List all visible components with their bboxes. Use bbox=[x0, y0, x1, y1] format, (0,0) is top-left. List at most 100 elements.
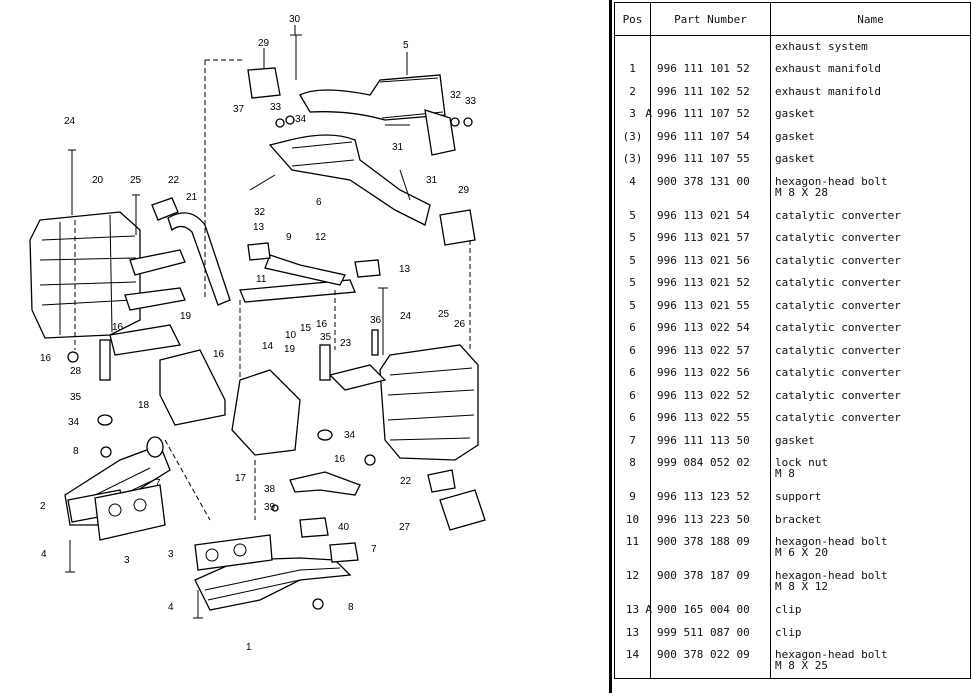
gasket-3-right bbox=[194, 534, 273, 571]
cell-pos: 6 bbox=[614, 362, 651, 385]
pos-value: 8 bbox=[629, 456, 636, 469]
callout-7-left: 7 bbox=[155, 478, 161, 489]
pos-value: 2 bbox=[629, 84, 636, 98]
pos-value: 9 bbox=[629, 490, 636, 503]
cell-pos: 7 bbox=[614, 429, 651, 452]
callout-34-right: 34 bbox=[344, 430, 356, 441]
callout-30-top: 30 bbox=[289, 14, 301, 25]
cell-name: catalytic converter bbox=[770, 407, 971, 430]
nut-8-right bbox=[312, 598, 324, 610]
bracket-18 bbox=[159, 349, 226, 426]
heat-shield-38 bbox=[289, 471, 361, 496]
cell-pos: (3) bbox=[614, 125, 651, 148]
cell-pos: 14 bbox=[614, 644, 651, 679]
pos-value: (3) bbox=[622, 129, 643, 143]
pos-value: 13 bbox=[625, 603, 640, 616]
cell-part-number: 900 378 188 09 bbox=[650, 531, 771, 565]
callout-29-right: 29 bbox=[458, 185, 470, 196]
cell-part-number: 996 113 022 54 bbox=[650, 317, 771, 340]
cell-part-number: 996 111 107 52 bbox=[650, 103, 771, 126]
part-39 bbox=[271, 504, 279, 512]
callout-38: 38 bbox=[264, 484, 276, 495]
cell-name: gasket bbox=[770, 103, 971, 126]
callout-32-right: 32 bbox=[450, 90, 462, 101]
callout-23: 23 bbox=[340, 338, 352, 349]
cell-name: hexagon-head bolt M 6 X 20 bbox=[770, 531, 971, 565]
converter-5 bbox=[299, 74, 446, 121]
cell-name: gasket bbox=[770, 125, 971, 148]
bolt-25-left bbox=[132, 194, 140, 235]
pos-value: 7 bbox=[629, 433, 636, 447]
callout-13-right: 13 bbox=[399, 264, 411, 275]
callout-13-left: 13 bbox=[253, 222, 265, 233]
callout-11: 11 bbox=[256, 274, 267, 285]
pos-value: 6 bbox=[629, 366, 636, 379]
clamp-22-right bbox=[427, 469, 456, 493]
callout-5: 5 bbox=[403, 40, 409, 51]
callout-14: 14 bbox=[262, 341, 274, 352]
cell-part-number: 996 111 101 52 bbox=[650, 58, 771, 81]
callout-26: 26 bbox=[454, 319, 466, 330]
support-9 bbox=[264, 254, 346, 286]
callout-16-d: 16 bbox=[40, 353, 52, 364]
pos-value: 10 bbox=[625, 512, 640, 526]
table-row[interactable]: exhaust system bbox=[614, 35, 971, 58]
callout-40: 40 bbox=[338, 522, 350, 533]
callout-7-right: 7 bbox=[371, 544, 377, 555]
cell-pos: 5 bbox=[614, 204, 651, 227]
cell-name: exhaust system bbox=[770, 35, 971, 58]
cell-part-number: 996 113 021 54 bbox=[650, 204, 771, 227]
cell-part-number bbox=[650, 35, 771, 58]
pos-value: (3) bbox=[622, 152, 643, 165]
clip-13-left bbox=[247, 242, 271, 261]
callout-33-right: 33 bbox=[465, 96, 477, 107]
cell-pos: 6 bbox=[614, 407, 651, 430]
cell-part-number: 996 113 021 57 bbox=[650, 227, 771, 250]
callout-1: 1 bbox=[246, 642, 252, 653]
cell-pos: 6 bbox=[614, 317, 651, 340]
cell-part-number: 996 113 021 55 bbox=[650, 294, 771, 317]
cell-pos: 9 bbox=[614, 486, 651, 509]
callout-36: 36 bbox=[370, 315, 382, 326]
callout-22-right: 22 bbox=[400, 476, 412, 487]
pos-value: 5 bbox=[629, 298, 636, 312]
cell-name: bracket bbox=[770, 508, 971, 531]
column-header-pos: Pos bbox=[614, 2, 651, 36]
cell-pos: 11 bbox=[614, 531, 651, 565]
cell-part-number: 996 113 022 55 bbox=[650, 407, 771, 430]
pos-value: 5 bbox=[629, 276, 636, 289]
pos-value: 14 bbox=[625, 648, 640, 661]
clip-13-right bbox=[354, 259, 381, 278]
callout-29-top: 29 bbox=[258, 38, 270, 49]
cell-name: catalytic converter bbox=[770, 384, 971, 407]
callout-16-c: 16 bbox=[213, 349, 225, 360]
clamp-29-right bbox=[439, 209, 476, 246]
